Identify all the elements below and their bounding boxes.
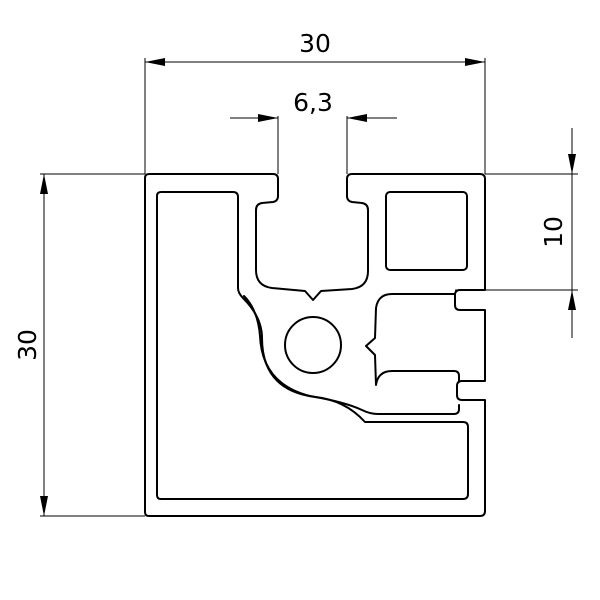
profile-center-bore [284, 316, 342, 374]
arrowhead-bottom [40, 496, 48, 516]
arrowhead-top [40, 174, 48, 194]
dimension-text-overall-height: 30 [13, 329, 42, 361]
arrowhead-left [145, 58, 165, 66]
profile-square-cavity [385, 191, 468, 271]
dimension-text-slot-depth: 10 [539, 216, 568, 248]
arrowhead-right [465, 58, 485, 66]
arrowhead-depth-bottom [568, 290, 576, 310]
aluminium-profile [144, 173, 486, 517]
arrowhead-slot-left [258, 114, 278, 122]
arrowhead-depth-top [568, 154, 576, 174]
dimension-slot-depth: 10 [455, 128, 578, 338]
profile-outer-contour [144, 173, 486, 517]
dimension-text-slot-width: 6,3 [293, 88, 333, 117]
profile-l-cavity [156, 191, 469, 500]
dimension-overall-width: 30 [144, 29, 486, 174]
profile-right-slot [365, 293, 460, 386]
profile-central-core [243, 295, 460, 415]
arrowhead-slot-right [347, 114, 367, 122]
dimension-overall-height: 30 [13, 173, 145, 517]
dimension-slot-width: 6,3 [230, 88, 397, 174]
dimension-text-overall-width: 30 [299, 29, 331, 58]
